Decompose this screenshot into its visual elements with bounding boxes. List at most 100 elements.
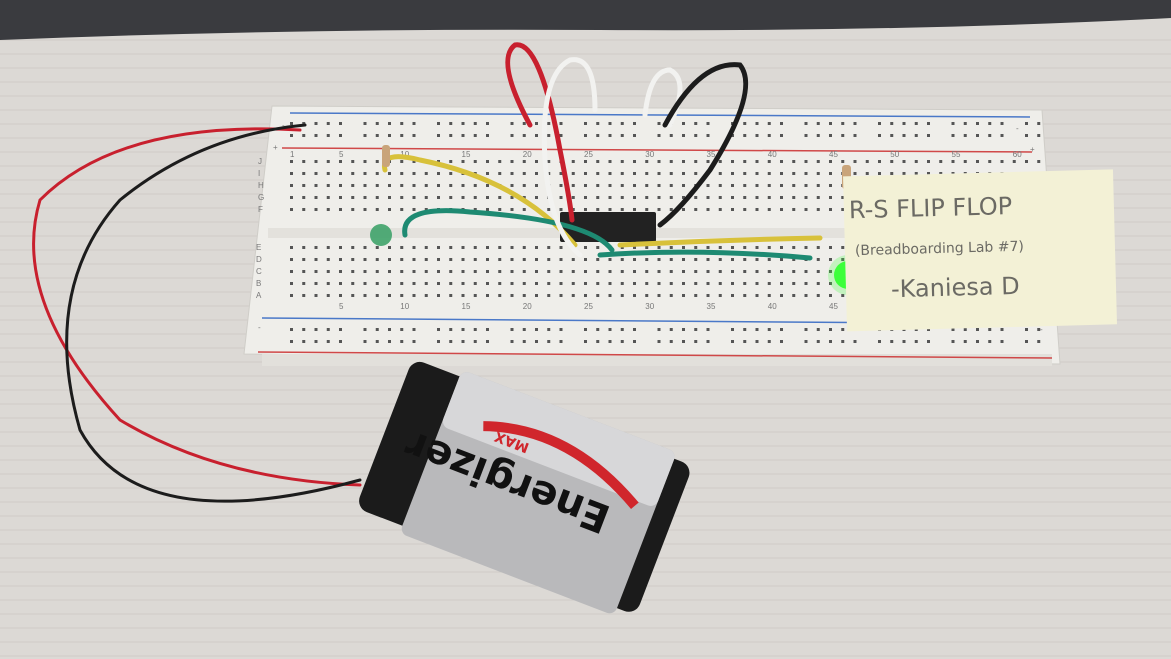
hole [522, 172, 526, 175]
hole [780, 184, 783, 187]
green-wire-2 [597, 249, 813, 261]
hole [804, 270, 808, 273]
rail-hole [375, 134, 379, 137]
rail-hole [608, 340, 612, 343]
hole [535, 172, 538, 175]
rail-hole [608, 134, 612, 137]
hole [400, 196, 404, 199]
hole [927, 172, 930, 175]
hole [988, 160, 992, 163]
hole [571, 270, 575, 273]
hole [829, 172, 832, 175]
hole [535, 270, 538, 273]
rail-hole [963, 134, 967, 137]
hole [498, 294, 502, 297]
rail-hole [535, 340, 538, 343]
battery-black-lead [65, 123, 362, 503]
hole [437, 184, 440, 187]
rail-hole [388, 134, 391, 137]
rail-hole [976, 122, 979, 125]
hole [584, 208, 587, 211]
hole [571, 258, 575, 261]
rail-hole [1025, 122, 1028, 125]
rail-hole [510, 328, 514, 331]
hole [510, 258, 514, 261]
rail-hole [816, 340, 820, 343]
rail-hole [694, 328, 698, 331]
hole [1000, 160, 1004, 163]
hole [437, 160, 440, 163]
hole [449, 160, 453, 163]
row-letter: G [258, 193, 264, 202]
rail-hole [437, 122, 440, 125]
hole [633, 172, 636, 175]
hole [780, 270, 783, 273]
rail-hole [388, 122, 391, 125]
hole [290, 282, 293, 285]
rail-hole [437, 328, 440, 331]
hole [449, 196, 453, 199]
hole [302, 172, 306, 175]
rail-hole [927, 122, 930, 125]
hole [449, 294, 453, 297]
hole [682, 270, 685, 273]
hole [657, 270, 661, 273]
hole [584, 196, 587, 199]
hole [339, 246, 342, 249]
rail-plus-label: + [273, 143, 278, 152]
row-letter: B [256, 279, 261, 288]
hole [816, 184, 820, 187]
hole [853, 160, 857, 163]
rail-hole [902, 134, 906, 137]
hole [571, 282, 575, 285]
hole [669, 172, 673, 175]
column-number-bottom: 35 [707, 302, 716, 311]
rail-hole [902, 122, 906, 125]
rail-hole [400, 134, 404, 137]
hole [755, 246, 759, 249]
rail-hole [804, 340, 808, 343]
rail-hole [669, 328, 673, 331]
yellow-wire-2 [617, 235, 823, 248]
rail-hole [706, 134, 710, 137]
rail-hole [829, 340, 832, 343]
hole [461, 246, 465, 249]
hole [535, 282, 538, 285]
hole [645, 270, 649, 273]
hole [400, 282, 404, 285]
hole [865, 160, 869, 163]
rail-hole [755, 134, 759, 137]
rail-hole [326, 340, 330, 343]
rail-hole [780, 134, 783, 137]
hole [326, 160, 330, 163]
hole [669, 196, 673, 199]
rail-hole [963, 340, 967, 343]
hole [694, 208, 698, 211]
row-letter: I [258, 169, 260, 178]
hole [302, 208, 306, 211]
hole [314, 184, 318, 187]
rail-hole [449, 134, 453, 137]
hole [351, 172, 355, 175]
rail-minus-label: - [282, 121, 285, 130]
rail-hole [743, 328, 747, 331]
hole [302, 246, 306, 249]
hole [669, 246, 673, 249]
column-number-bottom: 40 [768, 302, 777, 311]
hole [412, 160, 416, 163]
hole [816, 270, 820, 273]
rail-hole [755, 122, 759, 125]
row-letter: F [258, 205, 263, 214]
hole [620, 172, 624, 175]
hole [486, 270, 489, 273]
rail-hole [1037, 122, 1041, 125]
hole [339, 196, 342, 199]
hole [902, 172, 906, 175]
hole [816, 282, 820, 285]
hole [473, 208, 477, 211]
hole [657, 282, 661, 285]
rail-hole [596, 134, 600, 137]
hole [853, 172, 857, 175]
hole [424, 172, 428, 175]
hole [351, 196, 355, 199]
